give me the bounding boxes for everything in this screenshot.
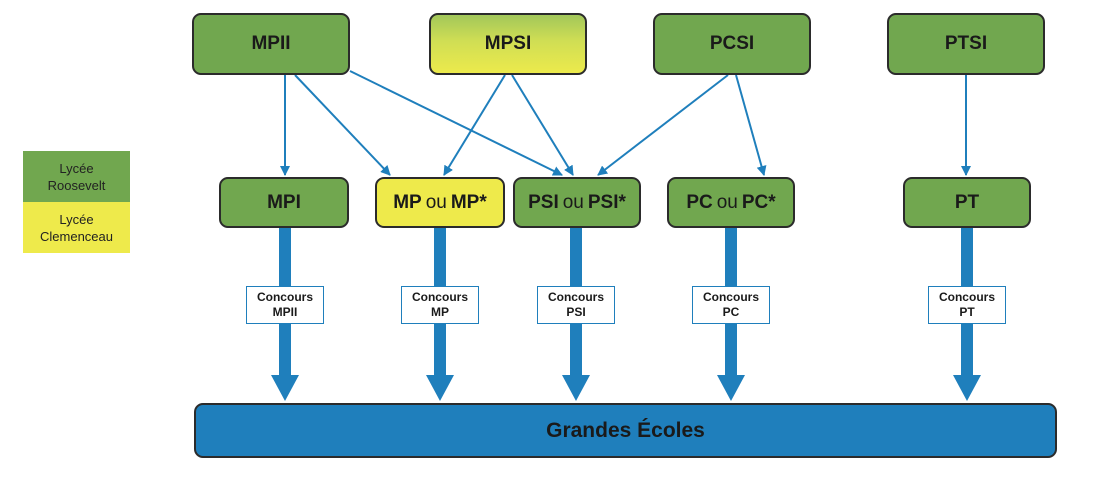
concours-mpii-line1: Concours xyxy=(256,290,313,304)
arrow-mpsi-to-mp xyxy=(443,74,506,176)
grandes-ecoles-label: Grandes Écoles xyxy=(546,418,705,442)
legend-clemenceau-line2: Clemenceau xyxy=(40,228,113,244)
concours-mp-label: Concours MP xyxy=(401,286,479,324)
concours-pc-label: Concours PC xyxy=(692,286,770,324)
node-mp-label-b: MP* xyxy=(450,191,487,213)
arrow-pcsi-to-psi xyxy=(597,74,729,176)
concours-psi-line2: PSI xyxy=(566,305,586,319)
node-mpi-label: MPI xyxy=(267,191,301,213)
concours-mpii-label: Concours MPII xyxy=(246,286,324,324)
node-mpsi-label: MPSI xyxy=(484,33,532,54)
arrow-pcsi-to-pc xyxy=(735,74,767,176)
node-pt-label: PT xyxy=(954,191,980,213)
arrow-mpii-to-mp xyxy=(294,74,391,176)
node-mpsi: MPSI xyxy=(429,13,587,75)
node-pcsi: PCSI xyxy=(653,13,811,75)
node-psi-label-a: PSI xyxy=(528,191,559,213)
legend-roosevelt-line1: Lycée xyxy=(59,160,94,176)
concours-pc-line2: PC xyxy=(722,305,740,319)
node-pc-label-b: PC* xyxy=(741,191,776,213)
node-ptsi-label: PTSI xyxy=(944,33,988,54)
arrow-mpsi-to-psi xyxy=(511,74,574,176)
legend-roosevelt: Lycée Roosevelt xyxy=(23,151,130,202)
concours-mpii-line2: MPII xyxy=(272,305,298,319)
concours-psi-line1: Concours xyxy=(547,290,604,304)
legend-clemenceau: Lycée Clemenceau xyxy=(23,202,130,253)
concours-psi-label: Concours PSI xyxy=(537,286,615,324)
node-psi-label-ou: ou xyxy=(562,191,584,213)
concours-pt-line1: Concours xyxy=(938,290,995,304)
grandes-ecoles-box: Grandes Écoles xyxy=(194,403,1057,458)
node-pc-label-ou: ou xyxy=(716,191,738,213)
concours-mp-line1: Concours xyxy=(411,290,468,304)
node-pc: PC ou PC* xyxy=(667,177,795,228)
concours-mp-line2: MP xyxy=(431,305,449,319)
node-pt: PT xyxy=(903,177,1031,228)
concours-pt-label: Concours PT xyxy=(928,286,1006,324)
node-mp-label-a: MP xyxy=(393,191,422,213)
node-mpii: MPII xyxy=(192,13,350,75)
concours-pc-line1: Concours xyxy=(702,290,759,304)
node-ptsi: PTSI xyxy=(887,13,1045,75)
legend-clemenceau-line1: Lycée xyxy=(59,211,94,227)
legend-roosevelt-line2: Roosevelt xyxy=(47,177,106,193)
node-mp-label-ou: ou xyxy=(425,191,447,213)
node-pcsi-label: PCSI xyxy=(709,33,755,54)
node-psi-label-b: PSI* xyxy=(587,191,626,213)
node-psi: PSI ou PSI* xyxy=(513,177,641,228)
arrow-mpii-to-psi xyxy=(349,70,563,176)
node-mpi: MPI xyxy=(219,177,349,228)
node-mpii-label: MPII xyxy=(251,33,291,54)
node-mp: MP ou MP* xyxy=(375,177,505,228)
node-pc-label-a: PC xyxy=(686,191,713,213)
concours-pt-line2: PT xyxy=(959,305,975,319)
